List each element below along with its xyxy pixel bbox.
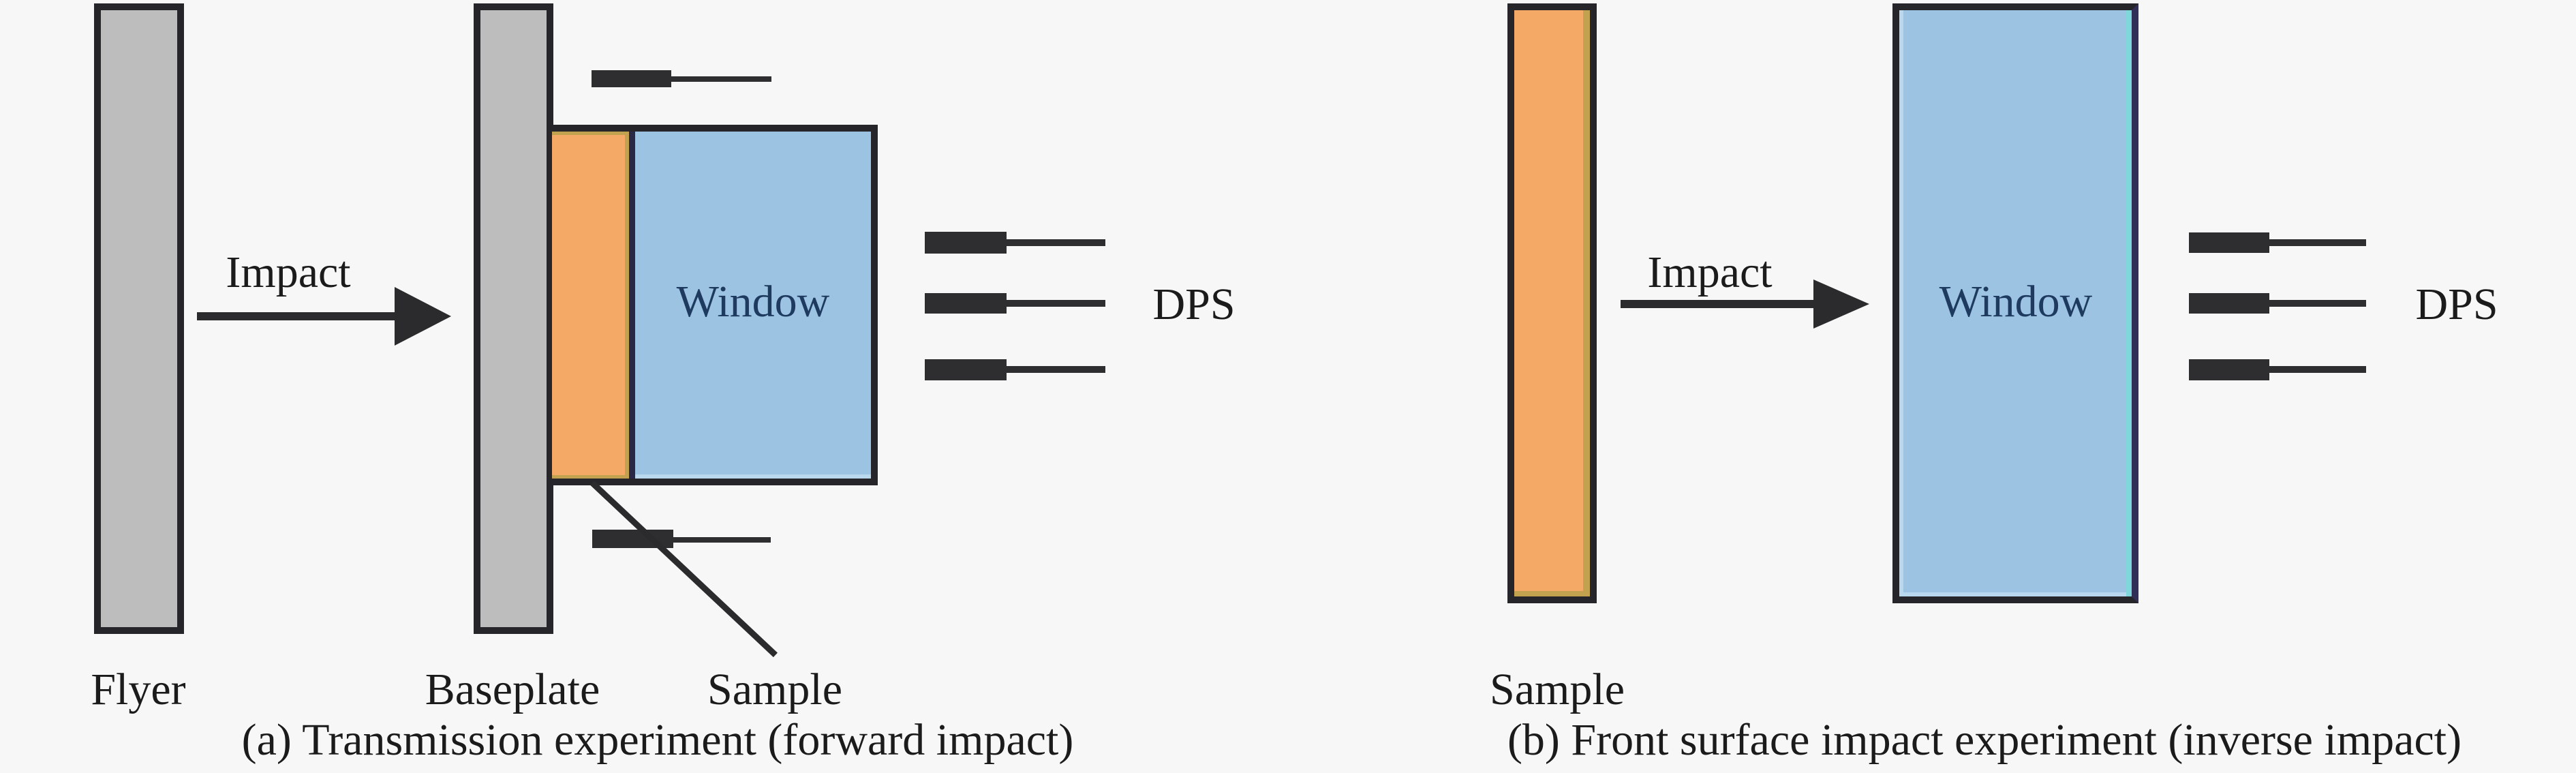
- impact-arrow-icon-a: [197, 287, 451, 346]
- window-a-left-edge: [629, 132, 635, 479]
- flyer-plate: [94, 3, 184, 634]
- window-label-b: Window: [1939, 277, 2093, 327]
- dps-label-a: DPS: [1152, 279, 1236, 329]
- sample-a: [552, 132, 629, 479]
- flyer-label: Flyer: [91, 665, 186, 714]
- sample-b: [1507, 3, 1597, 603]
- baseplate-plate: [474, 3, 553, 634]
- dps-label-b: DPS: [2415, 279, 2498, 329]
- sample-label-a: Sample: [707, 665, 842, 714]
- impact-label-b: Impact: [1647, 247, 1773, 297]
- sample-label-b: Sample: [1490, 665, 1625, 714]
- caption-a: (a) Transmission experiment (forward imp…: [241, 715, 1074, 765]
- sample-leader-line: [589, 481, 778, 658]
- window-b: [1892, 3, 2138, 603]
- caption-b: (b) Front surface impact experiment (inv…: [1507, 715, 2462, 765]
- impact-label-a: Impact: [226, 247, 351, 297]
- impact-arrow-icon-b: [1621, 279, 1869, 329]
- window-label-a: Window: [676, 277, 830, 327]
- baseplate-label: Baseplate: [425, 665, 600, 714]
